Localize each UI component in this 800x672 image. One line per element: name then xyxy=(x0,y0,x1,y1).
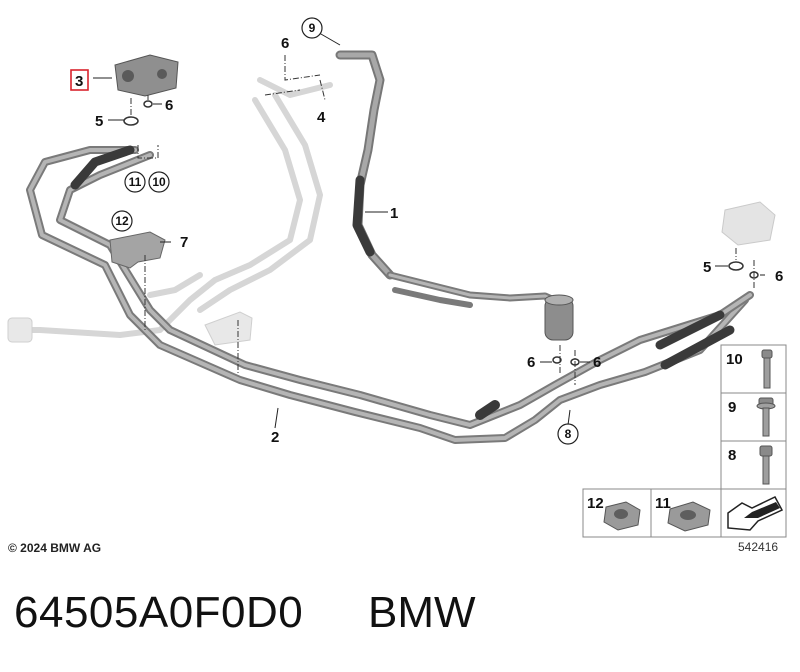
callout-3: 3 xyxy=(75,73,83,90)
callout-6-valve: 6 xyxy=(165,97,173,114)
circled-callouts: 8 9 10 11 12 xyxy=(111,17,579,445)
callout-6-drier-right: 6 xyxy=(593,354,601,371)
pipe-assembly-2 xyxy=(26,145,754,444)
callout-3-highlighted: 3 xyxy=(70,69,89,91)
drawing-number: 542416 xyxy=(738,540,779,554)
callouts: 1 2 4 5 5 6 6 6 6 6 7 xyxy=(95,35,783,446)
callout-7: 7 xyxy=(180,234,188,251)
callout-5-left: 5 xyxy=(95,113,103,130)
svg-text:10: 10 xyxy=(152,175,166,189)
fastener-legend: 10 9 8 12 11 xyxy=(582,344,787,538)
callout-5-right: 5 xyxy=(703,259,711,276)
hose-1 xyxy=(335,50,395,280)
callout-2: 2 xyxy=(271,429,279,446)
ghost-valve xyxy=(721,201,776,246)
accumulator xyxy=(544,294,574,341)
ghost-bracket xyxy=(7,311,253,346)
pipe-middle xyxy=(386,271,569,309)
legend-nut-11: 11 xyxy=(655,495,711,532)
circled-callout-9: 9 xyxy=(301,17,323,39)
legend-bolt-8: 8 xyxy=(728,445,773,485)
svg-text:12: 12 xyxy=(587,495,604,512)
svg-text:11: 11 xyxy=(655,495,671,512)
circled-callout-11: 11 xyxy=(124,171,146,193)
expansion-valve-3 xyxy=(114,54,179,97)
legend-forward-arrow-icon xyxy=(727,496,784,531)
part-number: 64505A0F0D0 xyxy=(14,588,304,637)
svg-text:8: 8 xyxy=(565,427,572,441)
circled-callout-8: 8 xyxy=(557,423,579,445)
legend-bolt-9: 9 xyxy=(728,397,776,437)
brand-name: BMW xyxy=(368,588,476,637)
svg-text:9: 9 xyxy=(728,399,736,416)
svg-text:11: 11 xyxy=(129,175,142,189)
svg-text:12: 12 xyxy=(115,214,129,228)
leader-lines xyxy=(130,55,755,385)
callout-1: 1 xyxy=(390,205,398,222)
circled-callout-12: 12 xyxy=(111,210,133,232)
svg-text:10: 10 xyxy=(726,351,743,368)
callout-6-top: 6 xyxy=(281,35,289,52)
copyright-notice: © 2024 BMW AG xyxy=(8,541,102,555)
svg-text:9: 9 xyxy=(309,21,316,35)
svg-text:8: 8 xyxy=(728,447,736,464)
circled-callout-10: 10 xyxy=(148,171,170,193)
callout-6-drier-left: 6 xyxy=(527,354,535,371)
legend-nut-12: 12 xyxy=(587,495,641,531)
bracket-7 xyxy=(109,231,166,269)
callout-4: 4 xyxy=(317,109,326,126)
legend-bolt-10: 10 xyxy=(726,349,773,389)
callout-6-right: 6 xyxy=(775,268,783,285)
ghost-pipes xyxy=(9,77,333,338)
